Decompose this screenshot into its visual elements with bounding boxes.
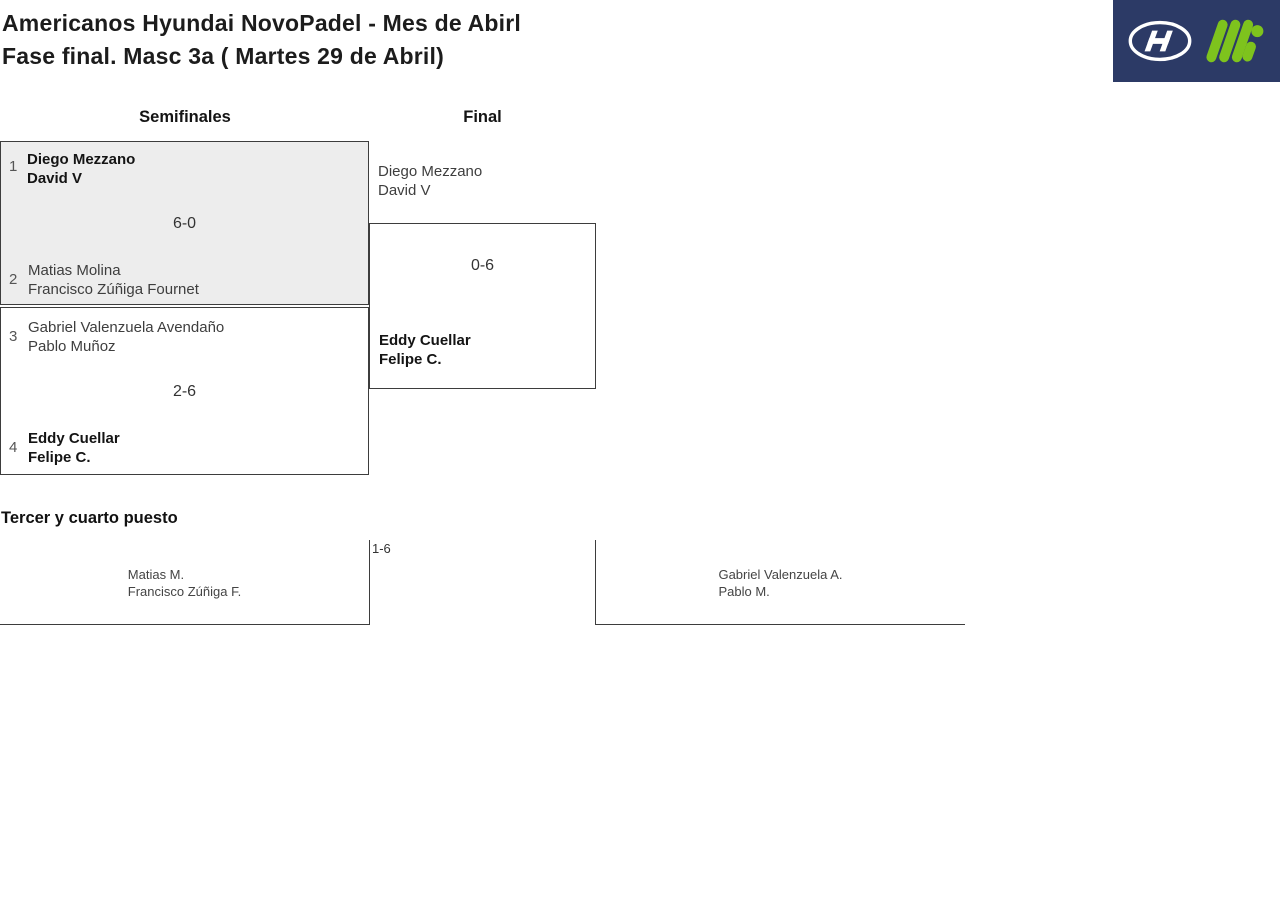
match-semifinal-2: 3 Gabriel Valenzuela Avendaño Pablo Muño… [0,307,369,475]
team-matias-francisco: Matias Molina Francisco Zúñiga Fournet [28,261,199,299]
player-name: Felipe C. [379,351,442,368]
third-place-title: Tercer y cuarto puesto [1,509,178,527]
player-name: Gabriel Valenzuela Avendaño [28,319,225,336]
page-title: Americanos Hyundai NovoPadel - Mes de Ab… [2,7,521,73]
third-place-team-left-cell: Matias M. Francisco Zúñiga F. [0,540,370,625]
player-name: David V [27,170,83,187]
player-name: Felipe C. [28,449,91,466]
final-team-top: Diego Mezzano David V [378,162,482,200]
player-name: Pablo M. [718,584,770,599]
final-team-bottom: Eddy Cuellar Felipe C. [379,331,471,369]
player-name: Eddy Cuellar [379,332,471,349]
player-name: Francisco Zúñiga F. [127,584,242,599]
third-place-team-left: Matias M. Francisco Zúñiga F. [128,566,241,600]
score-third-place: 1-6 [372,541,391,556]
m-dot-logo-icon [1202,12,1266,70]
third-place-team-right-cell: Gabriel Valenzuela A. Pablo M. [595,540,965,625]
match-semifinal-1: 1 Diego Mezzano David V 6-0 2 Matias Mol… [0,141,369,305]
player-name: Matias M. [127,567,185,582]
player-name: Pablo Muñoz [28,338,116,355]
page-title-line2: Fase final. Masc 3a ( Martes 29 de Abril… [2,43,444,69]
page-title-line1: Americanos Hyundai NovoPadel - Mes de Ab… [2,10,521,36]
player-name: David V [378,182,431,199]
player-name: Eddy Cuellar [28,430,120,447]
seed-number-4: 4 [9,439,18,456]
round-header-final: Final [463,108,502,126]
seed-number-3: 3 [9,328,18,345]
hyundai-logo-icon [1127,19,1193,63]
player-name: Diego Mezzano [378,163,483,180]
team-diego-david: Diego Mezzano David V [27,150,135,188]
round-header-semifinals: Semifinales [139,108,231,126]
third-place-team-right: Gabriel Valenzuela A. Pablo M. [718,566,842,600]
player-name: Diego Mezzano [27,151,136,168]
score-semifinal-2: 2-6 [172,383,197,400]
player-name: Matias Molina [28,262,121,279]
team-gabriel-pablo: Gabriel Valenzuela Avendaño Pablo Muñoz [28,318,224,356]
team-eddy-felipe: Eddy Cuellar Felipe C. [28,429,120,467]
score-semifinal-1: 6-0 [172,215,197,232]
score-final: 0-6 [470,257,495,274]
match-final: 0-6 Eddy Cuellar Felipe C. [369,223,596,389]
seed-number-2: 2 [9,271,18,288]
player-name: Gabriel Valenzuela A. [718,567,843,582]
sponsor-logo-strip [1113,0,1280,82]
player-name: Francisco Zúñiga Fournet [28,281,199,298]
seed-number-1: 1 [9,158,18,175]
